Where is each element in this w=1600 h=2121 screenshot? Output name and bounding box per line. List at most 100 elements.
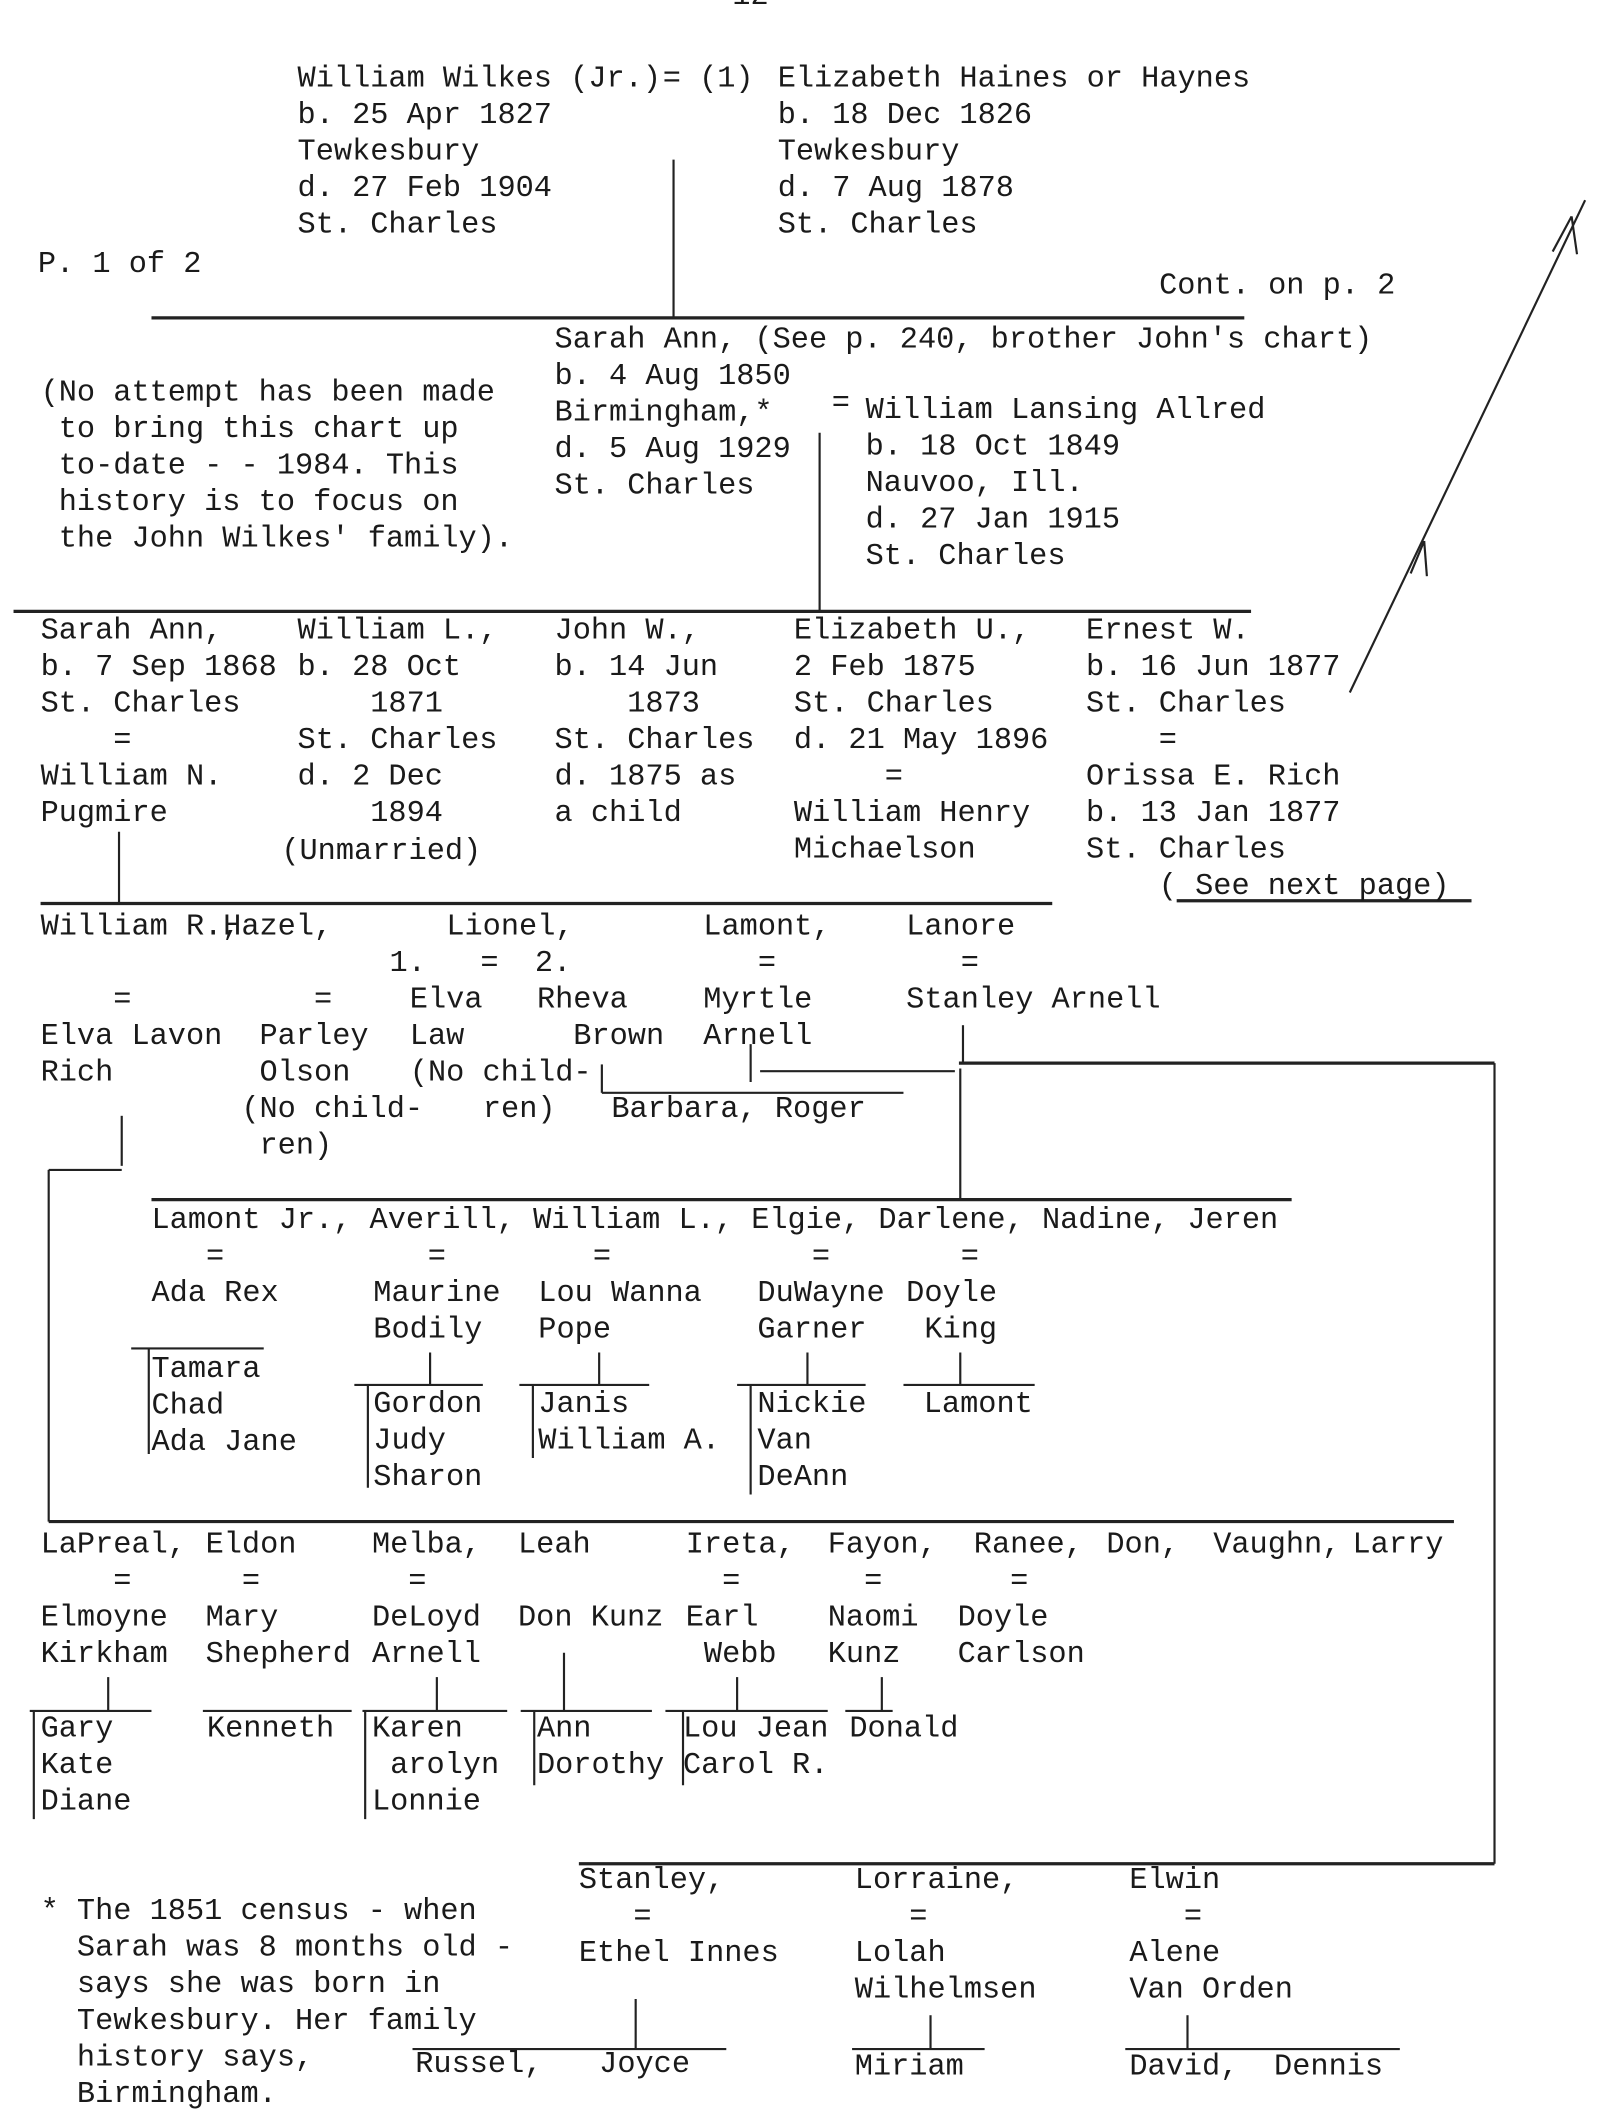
entry-line: Stanley Arnell (906, 981, 1161, 1017)
entry-line: St. Charles (554, 467, 755, 503)
entry-line: Carol R. (683, 1746, 829, 1782)
entry-line: Gordon (373, 1385, 483, 1421)
entry-line: d. 5 Aug 1929 (554, 430, 791, 466)
entry-line: Elmoyne (40, 1599, 168, 1635)
entry-rheva: Rheva Brown (537, 981, 664, 1054)
entry-line: = (685, 1562, 741, 1598)
entry-line: David, (1129, 2048, 1239, 2084)
entry-miriam: Miriam (855, 2048, 964, 2085)
entry-line: Ada Rex (151, 1274, 279, 1310)
entry-line: Stanley, (578, 1861, 725, 1897)
arrowhead (1551, 215, 1573, 253)
entry-joyce: Joyce (599, 2046, 690, 2083)
entry-line: Kenneth (206, 1710, 335, 1746)
entry-line: Sarah was 8 months old - (40, 1929, 514, 1965)
entry-line: Naomi (827, 1599, 919, 1635)
entry-line: Elva Lavon (40, 1017, 223, 1053)
entry-line: (No attempt has been made (40, 373, 495, 410)
entry-line: = (757, 1238, 831, 1274)
entry-line: = (831, 384, 850, 420)
entry-line: King (906, 1311, 998, 1347)
entry-line: Doyle (906, 1274, 998, 1310)
entry-line: Lonnie (371, 1783, 481, 1819)
entry-line: d. 1875 as (554, 758, 737, 794)
entry-line: P. 1 of 2 (37, 245, 202, 281)
entry-line: Don Kunz (518, 1599, 664, 1635)
entry-line: = (371, 1562, 427, 1598)
entry-line: = (827, 1562, 883, 1598)
entry-gg-darlene: =Doyle King (906, 1238, 997, 1348)
entry-lionel-sub: 1. = 2. (390, 945, 572, 982)
entry-line: Doyle (957, 1599, 1049, 1635)
entry-line: Don, (1106, 1526, 1180, 1562)
entry-line: Birmingham,* (554, 394, 773, 430)
entry-ren: ren) (483, 1091, 556, 1128)
entry-line: = (793, 758, 903, 794)
entry-line: Diane (40, 1783, 132, 1819)
entry-line: Tamara (151, 1350, 261, 1386)
entry-line: 1. = 2. (389, 944, 572, 980)
entry-line: b. 18 Dec 1826 (777, 96, 1033, 132)
entry-k-lamont: Lamont (924, 1386, 1033, 1423)
entry-line: Kate (40, 1746, 114, 1782)
entry-line: Chad (151, 1386, 225, 1423)
entry-line: St. Charles (1086, 685, 1286, 721)
entry-line: history says, (40, 2038, 314, 2075)
entry-line: history is to focus on (40, 483, 459, 519)
entry-line: Donald (849, 1710, 959, 1746)
entry-line: Tewkesbury. Her family (40, 2002, 477, 2038)
entry-line: Michaelson (793, 831, 976, 867)
entry-line: Elizabeth U., (793, 612, 1031, 648)
entry-line: St. Charles (40, 685, 241, 721)
entry-line: says she was born in (40, 1965, 441, 2002)
entry-line: Dorothy (536, 1746, 665, 1782)
entry-line: the John Wilkes' family). (40, 520, 514, 556)
entry-line: (No child- (223, 1090, 424, 1126)
entry-page-num: -12- (714, 0, 787, 14)
entry-line: William N. (40, 758, 223, 794)
entry-gg-lamont: =Ada Rex (151, 1238, 278, 1311)
entry-line: = (223, 981, 333, 1017)
entry-line: Garner (757, 1311, 867, 1347)
entry-line: William R., (40, 908, 241, 944)
entry-line: Carlson (957, 1635, 1085, 1672)
entry-line: Arnell (371, 1635, 481, 1672)
entry-line: = (40, 981, 132, 1017)
arrowhead (1409, 540, 1426, 574)
entry-barbara: Barbara, Roger (611, 1091, 865, 1128)
entry-ranee: Ranee, = (974, 1526, 1083, 1599)
entry-line: = (578, 1898, 652, 1934)
entry-line: ren) (223, 1127, 333, 1163)
entry-line: -12- (714, 0, 787, 14)
entry-line: Van Orden (1129, 1971, 1293, 2007)
entry-line: = (1086, 721, 1177, 757)
entry-line: Lamont, (703, 908, 831, 944)
entry-line: LaPreal, (40, 1526, 186, 1562)
entry-line: = (538, 1238, 611, 1274)
entry-line: DuWayne (757, 1274, 885, 1310)
entry-line: b. 16 Jun 1877 (1086, 648, 1341, 684)
entry-line: Arnell (703, 1017, 813, 1053)
entry-line: Mary (205, 1599, 279, 1635)
entry-line: to-date - - 1984. This (40, 447, 459, 483)
entry-line: d. 27 Jan 1915 (865, 501, 1121, 537)
entry-line: b. 14 Jun (554, 648, 719, 684)
entry-line: St. Charles (1086, 831, 1286, 867)
entry-line: Larry (1352, 1526, 1444, 1562)
entry-line: Wilhelmsen (854, 1971, 1037, 2007)
entry-vaughn: Vaughn, (1213, 1526, 1340, 1563)
